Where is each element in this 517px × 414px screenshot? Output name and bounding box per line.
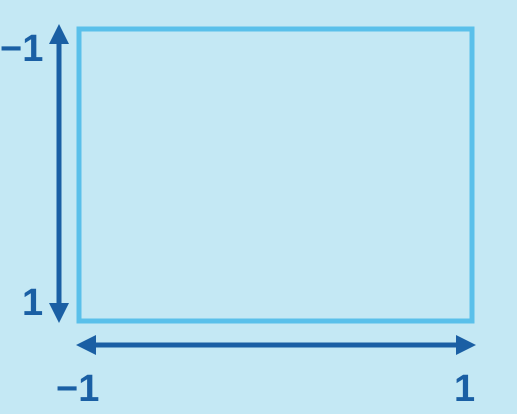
x-axis-right-label: 1 — [454, 368, 476, 410]
y-axis-top-label: −1 — [0, 28, 44, 70]
y-axis-bottom-label: 1 — [22, 282, 44, 324]
x-axis-arrowhead-right — [456, 335, 476, 355]
y-axis-arrowhead-down — [49, 303, 69, 323]
x-axis-arrow — [76, 335, 476, 355]
viewport-rectangle — [76, 26, 475, 324]
y-axis-arrow — [49, 24, 69, 323]
x-axis-arrowhead-left — [76, 335, 96, 355]
y-axis-arrowhead-up — [49, 24, 69, 44]
x-axis-left-label: −1 — [56, 368, 100, 410]
